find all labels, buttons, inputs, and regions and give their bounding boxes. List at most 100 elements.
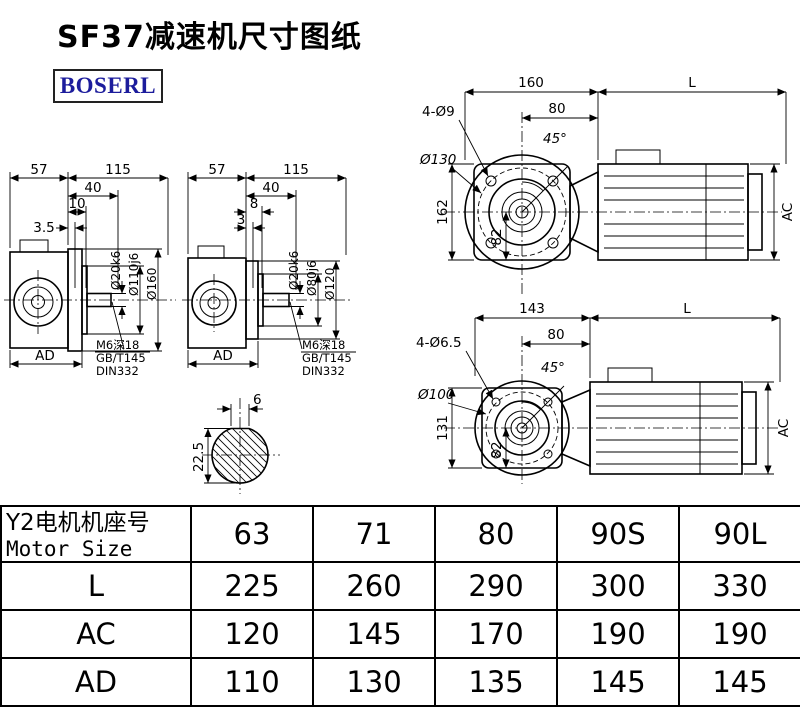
terminal-box [607, 367, 653, 383]
dim-label-ac: AC [776, 419, 792, 437]
dim-label: L [683, 301, 691, 317]
flange-circle [464, 154, 580, 270]
wheel-bore [191, 280, 237, 326]
table-cell: 145 [556, 657, 680, 707]
dim-label: 160 [518, 75, 544, 91]
dim-label: 40 [84, 180, 101, 196]
dim-label: 80 [548, 101, 565, 117]
dim-label: 57 [208, 162, 225, 178]
dim-label: 162 [435, 199, 451, 225]
centerline [4, 270, 176, 334]
dim-label-shaft: Ø20k6 [109, 251, 123, 290]
table-cell: 145 [312, 609, 436, 659]
extension-lines [204, 404, 250, 484]
row-label-AC: AC [0, 609, 192, 659]
dim-label: 115 [283, 162, 309, 178]
angle-line [521, 385, 565, 429]
motor-size-header-cn: Y2电机机座号 [6, 510, 150, 537]
table-cell: 145 [678, 657, 800, 707]
holes-leader [458, 119, 489, 177]
centerline [444, 112, 782, 294]
output-shaft [86, 292, 112, 308]
dim-label-flange: Ø120 [323, 268, 337, 300]
shaft-section-hatch [212, 428, 268, 484]
centerline [444, 336, 778, 484]
bolt-circle [485, 391, 559, 465]
tap-note: DIN332 [302, 364, 345, 378]
table-cell: 225 [190, 561, 314, 611]
bolt-hole [547, 237, 559, 249]
table-cell: 130 [312, 657, 436, 707]
table-header-row: Y2电机机座号 Motor Size 63 71 80 90S 90L [0, 505, 800, 563]
bolt-hole [485, 237, 497, 249]
dim-label-spigot: Ø110j6 [127, 253, 141, 296]
table-cell: 135 [434, 657, 558, 707]
wheel-bore-inner [22, 286, 54, 318]
bolt-circle-leader [451, 167, 482, 194]
bolt-hole [547, 175, 559, 187]
table-row-L: L 225 260 290 300 330 [0, 561, 800, 611]
table-row-AC: AC 120 145 170 190 190 [0, 609, 800, 659]
dim-label-shaft: Ø20k6 [287, 251, 301, 290]
dim-label: 131 [435, 415, 451, 441]
dim-label: 82 [489, 441, 505, 458]
spigot-circle [488, 178, 556, 246]
wheel-bore-center [207, 296, 221, 310]
dim-label-ad: AD [35, 348, 55, 364]
size-column-header: 63 [190, 505, 314, 563]
tap-note: GB/T145 [96, 351, 146, 365]
bolt-hole [485, 175, 497, 187]
table-cell: 170 [434, 609, 558, 659]
holes-leader [465, 350, 494, 400]
dim-label-angle: 45° [543, 131, 567, 147]
extension-lines [448, 92, 787, 261]
size-column-header: 90S [556, 505, 680, 563]
shaft-keyway-section: 6 22.5 [191, 392, 280, 494]
dim-label: 3 [237, 212, 246, 228]
dim-label-holes: 4-Ø6.5 [416, 335, 462, 351]
technical-drawing: 57 115 40 10 3.5 Ø20k6 Ø110j6 Ø160 AD M6… [4, 75, 796, 494]
dim-label-holes: 4-Ø9 [422, 104, 455, 120]
extension-lines [448, 318, 781, 475]
dim-label: 8 [250, 196, 259, 212]
table-cell: 290 [434, 561, 558, 611]
dim-label: 6 [253, 392, 262, 408]
angle-line [521, 165, 569, 213]
page-title: SF37减速机尺寸图纸 [57, 20, 362, 55]
side-view-large: 57 115 40 10 3.5 Ø20k6 Ø110j6 Ø160 AD M6… [4, 162, 176, 378]
wheel-bore [13, 277, 63, 327]
table-cell: 190 [678, 609, 800, 659]
dim-label: 22.5 [191, 442, 207, 472]
table-cell: 110 [190, 657, 314, 707]
brand-text: BOSERL [59, 73, 157, 98]
table-cell: 260 [312, 561, 436, 611]
dim-label: 80 [547, 327, 564, 343]
terminal-box [615, 149, 661, 165]
bolt-hole [491, 449, 501, 459]
motor-size-header-cell: Y2电机机座号 Motor Size [0, 505, 192, 563]
dim-label-ad: AD [213, 348, 233, 364]
table-cell: 190 [556, 609, 680, 659]
note-leader [95, 301, 150, 353]
dim-label: 57 [30, 162, 47, 178]
row-label-L: L [0, 561, 192, 611]
tap-note: M6深18 [302, 338, 345, 352]
dim-label-flange: Ø160 [145, 268, 159, 300]
bore-circle [510, 416, 534, 440]
table-row-AD: AD 110 130 135 145 145 [0, 657, 800, 707]
tap-note: GB/T145 [302, 351, 352, 365]
wheel-bore-center [31, 295, 45, 309]
front-view-large: 160 L 4-Ø9 80 45° Ø130 162 82 AC [419, 75, 796, 294]
tap-note: DIN332 [96, 364, 139, 378]
bolt-circle [477, 167, 567, 257]
bore-circle [516, 422, 528, 434]
dim-label-bolt-circle: Ø130 [419, 152, 456, 168]
dim-label: 143 [519, 301, 545, 317]
spigot-circle [494, 400, 550, 456]
front-view-small: 143 L 4-Ø6.5 80 45° Ø100 131 82 AC [416, 301, 792, 484]
bolt-hole [543, 449, 553, 459]
bolt-hole [491, 397, 501, 407]
note-leader [289, 301, 356, 353]
size-column-header: 90L [678, 505, 800, 563]
